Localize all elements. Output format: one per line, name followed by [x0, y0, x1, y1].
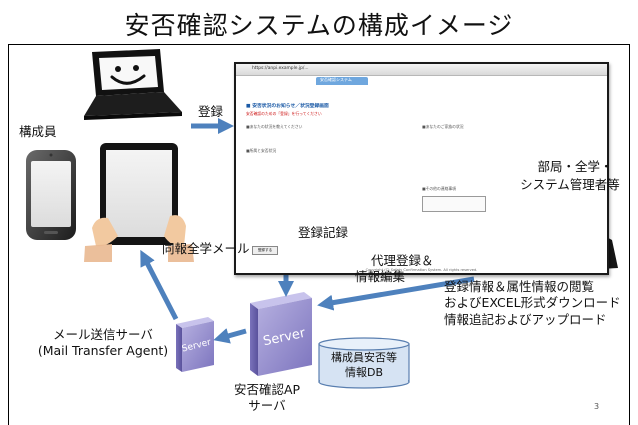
label-admin-line1: 部局・全学・ — [537, 159, 613, 174]
browser-heading: ■ 安否状況のお知らせ／状況登録画面 — [246, 104, 329, 109]
label-db-line2: 情報DB — [344, 366, 384, 379]
database-icon — [318, 337, 410, 389]
label-proxy-registration-line2: 情報編集 — [355, 269, 406, 284]
browser-right-q1: ■あなたのご家族の状況 — [422, 124, 464, 129]
label-mail-server-line1: メール送信サーバ — [53, 327, 153, 342]
browser-submit-button[interactable]: 登録する — [252, 246, 278, 255]
arrow-ap-to-mail — [213, 328, 247, 344]
label-broadcast-mail: 同報全学メール — [162, 241, 250, 256]
browser-footer: Copyright (C) Safety Confirmation System… — [365, 268, 478, 272]
browser-tab-label: 安否確認システム — [320, 77, 352, 82]
mail-server-icon: Server — [176, 317, 214, 372]
label-db-line1: 構成員安否等 — [331, 351, 397, 364]
arrow-broadcast-mail — [140, 249, 179, 321]
slide-title: 安否確認システムの構成イメージ — [124, 11, 514, 40]
frame-line-right — [629, 44, 630, 425]
label-proxy-registration-line1: 代理登録＆ — [371, 253, 434, 268]
browser-url[interactable]: https://anpi.example.jp/... — [252, 66, 309, 71]
label-admin-desc-line3: 情報追記およびアップロード — [444, 312, 607, 327]
browser-right-q2: ■その他の連絡事項 — [422, 186, 456, 191]
registration-screen: https://anpi.example.jp/... 安否確認システム ■ 安… — [234, 62, 609, 275]
label-registration-record: 登録記録 — [298, 225, 349, 240]
browser-body: ■ 安否状況のお知らせ／状況登録画面 安否確認のための「登録」を行ってください … — [242, 88, 601, 272]
frame-line-left — [8, 44, 9, 425]
label-member: 構成員 — [19, 124, 57, 139]
browser-left-q1: ■あなたの状況を教えてください — [246, 124, 303, 129]
label-ap-server-line1: 安否確認AP — [233, 382, 301, 397]
browser-left-q2: ■所属と安否状況 — [246, 148, 277, 153]
browser-textarea[interactable] — [422, 196, 486, 212]
label-admin-line2: システム管理者等 — [520, 177, 620, 192]
ap-server-icon: Server — [250, 292, 312, 376]
frame-line-top — [8, 44, 630, 45]
tablet-icon — [84, 143, 194, 262]
arrow-proxy-registration — [317, 276, 475, 311]
label-admin-desc-line2: およびEXCEL形式ダウンロード — [444, 295, 621, 310]
browser-tab[interactable] — [316, 77, 368, 85]
laptop-icon — [84, 49, 182, 120]
browser-note: 安否確認のための「登録」を行ってください — [246, 111, 322, 116]
label-admin-desc-line1: 登録情報＆属性情報の閲覧 — [444, 279, 595, 294]
label-register: 登録 — [198, 104, 224, 119]
page-number: 3 — [594, 402, 600, 411]
label-mail-server-line2: (Mail Transfer Agent) — [37, 343, 169, 358]
smartphone-icon — [26, 150, 76, 240]
browser-toolbar: https://anpi.example.jp/... — [236, 64, 607, 76]
label-ap-server-line2: サーバ — [248, 398, 286, 413]
